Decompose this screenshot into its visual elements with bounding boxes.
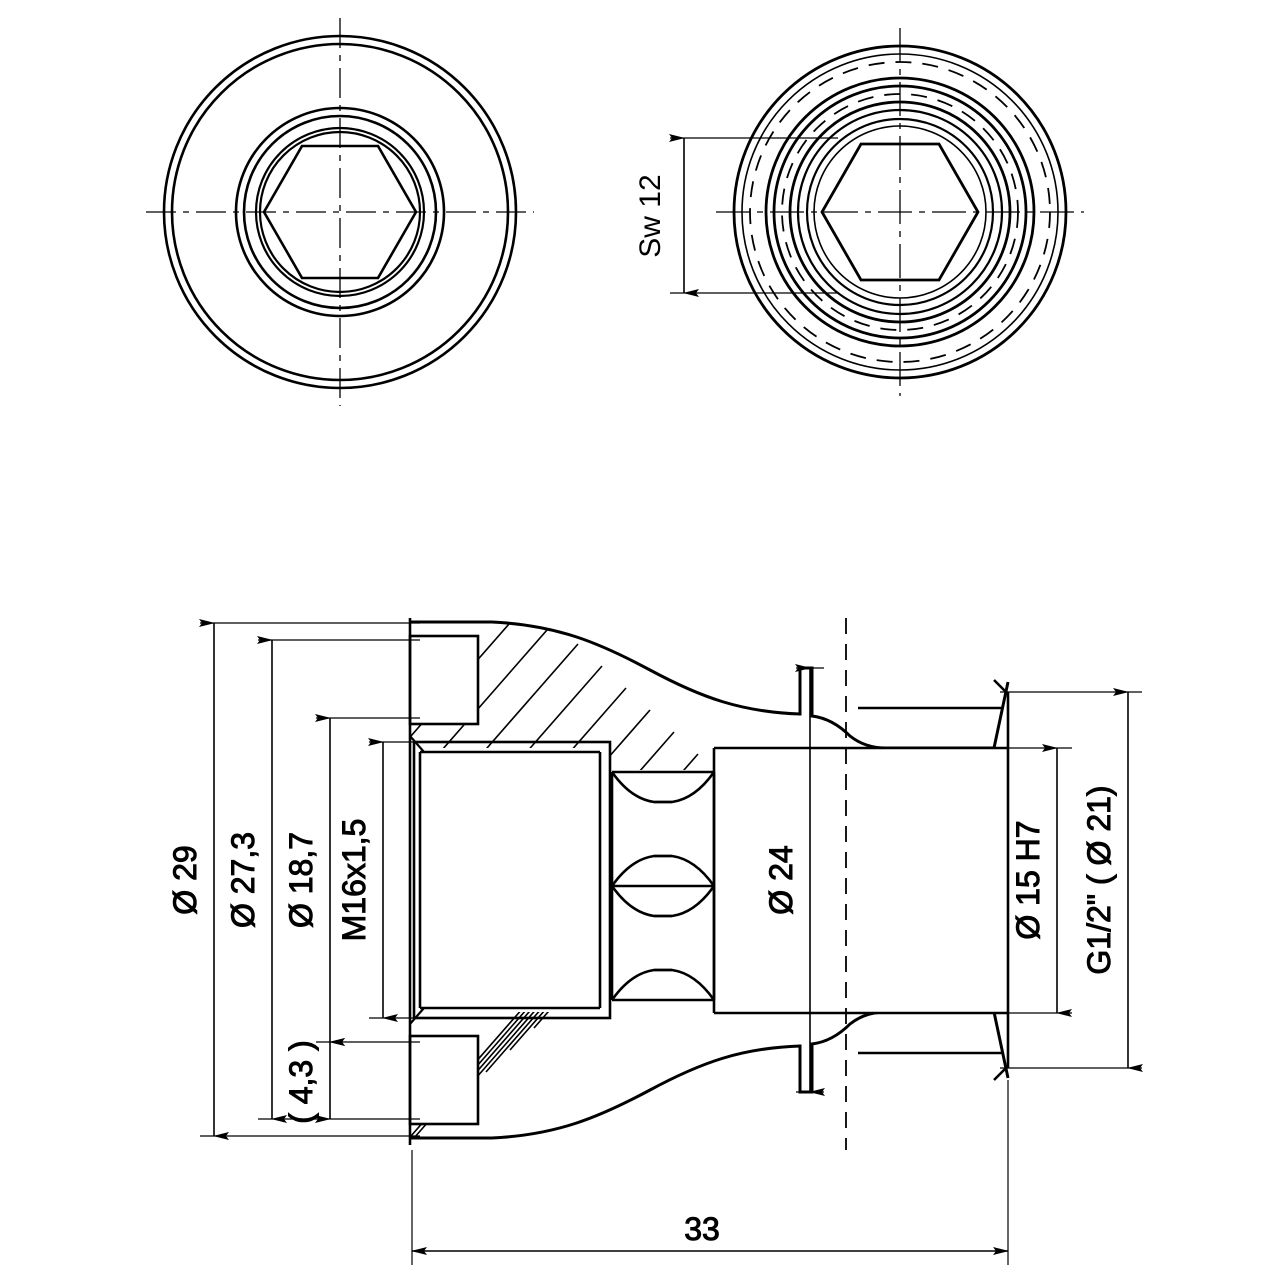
dimension-diameter-27-3-label: Ø 27,3 — [225, 832, 261, 928]
left-view-circles — [162, 34, 518, 390]
dimension-thread-m16x1-5-label: M16x1,5 — [336, 819, 372, 942]
dimension-diameter-18-7-label: Ø 18,7 — [283, 832, 319, 928]
right-view-circles — [732, 44, 1068, 380]
through-bore-bottom — [714, 880, 1008, 1012]
through-bore-and-spigot — [712, 679, 1010, 1081]
dimension-depth-4-3-label: ( 4,3 ) — [283, 1040, 319, 1124]
dimension-diameter-24: Ø 24 — [763, 664, 825, 1096]
dimension-thread-g-half-inch-label: G1/2" ( Ø 21) — [1081, 785, 1117, 974]
section-body-top — [408, 620, 1010, 880]
dimension-length-33: 33 — [411, 1211, 1009, 1255]
dimension-thread-m16x1-5: M16x1,5 — [336, 738, 398, 1022]
left-view-hexagon-socket — [262, 144, 418, 280]
dimension-diameter-29: Ø 29 — [167, 619, 229, 1140]
hex-socket-recess-bottom — [408, 1034, 480, 1126]
dimension-diameter-15-h7: Ø 15 H7 — [1010, 744, 1072, 1017]
dimension-depth-4-3: ( 4,3 ) — [283, 1038, 345, 1124]
dimension-diameter-24-label: Ø 24 — [763, 845, 799, 914]
left-end-view — [146, 18, 534, 406]
knurl-band-bottom — [610, 880, 716, 990]
right-view-centerlines — [716, 28, 1084, 396]
thread-bore-bottom — [410, 880, 610, 1012]
right-view-hexagon-socket — [820, 142, 980, 282]
dimension-diameter-15-h7-label: Ø 15 H7 — [1010, 820, 1046, 939]
body-outline-bottom — [410, 1010, 1010, 1140]
left-view-centerlines — [146, 18, 534, 406]
section-view — [408, 618, 1010, 1150]
right-view-hidden-circles — [749, 61, 1051, 363]
internal-thread-m16 — [409, 735, 612, 1025]
dimension-thread-g-half-inch: G1/2" ( Ø 21) — [1081, 688, 1143, 1072]
thread-bore-top — [410, 748, 610, 880]
through-bore-top — [714, 748, 1008, 880]
right-end-view: Sw 12 — [634, 28, 1084, 396]
body-outline-top — [410, 620, 1010, 750]
dimension-diameter-29-label: Ø 29 — [167, 845, 203, 914]
hex-socket-recess-top — [408, 634, 480, 726]
dimension-diameter-18-7: Ø 18,7 — [283, 714, 345, 1046]
dimension-diameter-27-3: Ø 27,3 — [225, 636, 287, 1123]
dimension-length-33-label: 33 — [684, 1211, 720, 1247]
dimension-set-section: Ø 29 Ø 27,3 Ø 18,7 M16x1,5 ( 4,3 ) Ø 24 — [167, 619, 1143, 1265]
dimension-sw-12: Sw 12 — [634, 134, 838, 297]
section-body-bottom — [408, 880, 1010, 1140]
dimension-sw-12-label: Sw 12 — [634, 174, 667, 257]
